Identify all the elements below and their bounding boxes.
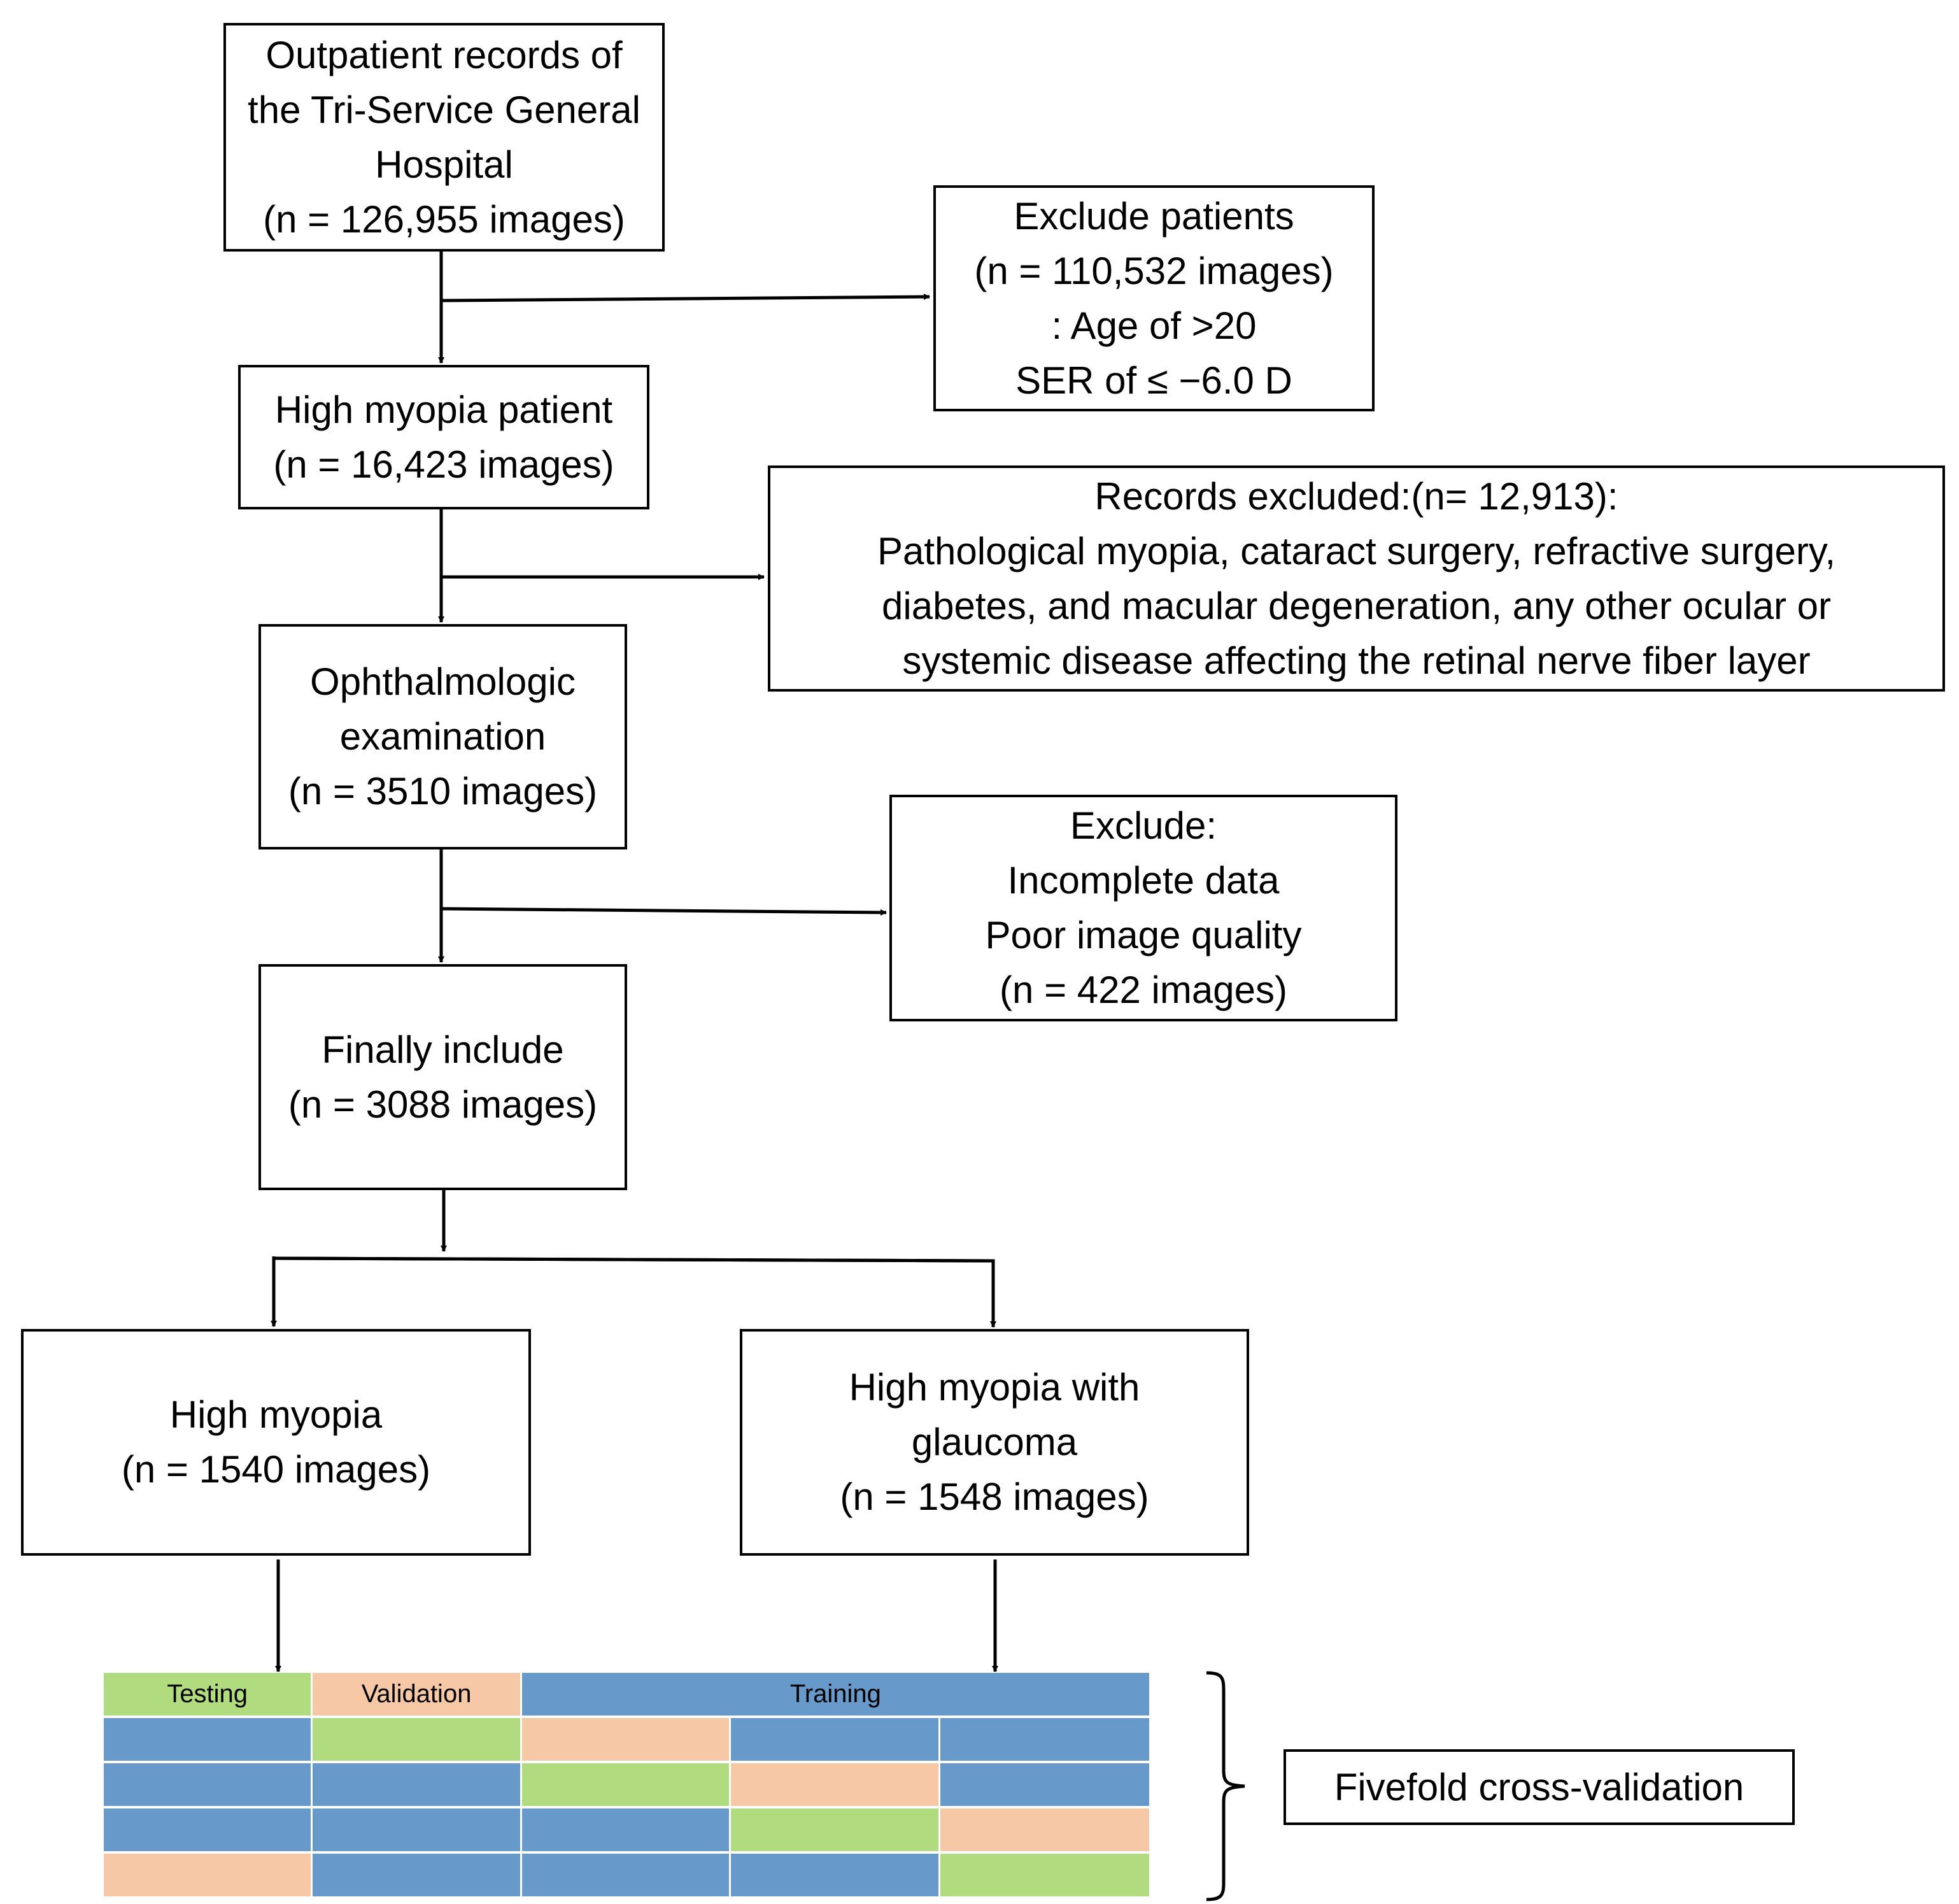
box-line: (n = 1548 images) — [840, 1475, 1149, 1518]
testing-segment — [731, 1808, 940, 1851]
fold-row — [104, 1808, 1149, 1851]
fivefold-cross-validation-box: Fivefold cross-validation — [1284, 1749, 1795, 1825]
training-segment: Training — [521, 1673, 1149, 1716]
training-segment — [521, 1808, 732, 1851]
box-line: Pathological myopia, cataract surgery, r… — [877, 529, 1836, 572]
exclude-patients-box: Exclude patients (n = 110,532 images) : … — [933, 185, 1375, 411]
testing-segment — [521, 1763, 732, 1806]
box-line: (n = 422 images) — [1000, 969, 1287, 1011]
curly-brace — [1206, 1671, 1245, 1901]
box-line: Poor image quality — [985, 914, 1302, 956]
validation-label: Validation — [361, 1680, 472, 1708]
box-line: High myopia with — [849, 1366, 1140, 1409]
high-myopia-glaucoma-box: High myopia with glaucoma (n = 1548 imag… — [740, 1329, 1249, 1556]
validation-segment — [521, 1718, 732, 1761]
line-split-horizontal — [273, 1256, 994, 1263]
records-excluded-box: Records excluded:(n= 12,913): Pathologic… — [768, 465, 1945, 692]
training-segment — [521, 1854, 732, 1896]
box-line: systemic disease affecting the retinal n… — [902, 639, 1811, 682]
box-line: Hospital — [375, 143, 513, 186]
box-line: (n = 3088 images) — [288, 1083, 598, 1126]
box-line: High myopia patient — [274, 388, 613, 431]
training-segment — [313, 1854, 522, 1896]
ophthalmologic-examination-box: Ophthalmologic examination (n = 3510 ima… — [258, 624, 627, 849]
training-segment — [940, 1763, 1149, 1806]
testing-segment: Testing — [104, 1673, 313, 1716]
outpatient-records-box: Outpatient records of the Tri-Service Ge… — [223, 23, 665, 252]
box-line: Records excluded:(n= 12,913): — [1094, 474, 1618, 518]
box-line: Outpatient records of — [265, 33, 623, 76]
training-segment — [104, 1808, 313, 1851]
high-myopia-box: High myopia (n = 1540 images) — [21, 1329, 531, 1556]
box-line: Fivefold cross-validation — [1334, 1765, 1744, 1808]
box-line: glaucoma — [911, 1421, 1078, 1463]
box-line: (n = 16,423 images) — [273, 443, 614, 486]
training-segment — [313, 1808, 522, 1851]
training-segment — [104, 1763, 313, 1806]
training-label: Training — [789, 1680, 881, 1708]
training-segment — [940, 1718, 1149, 1761]
testing-segment — [940, 1854, 1149, 1896]
exclude-incomplete-box: Exclude: Incomplete data Poor image qual… — [889, 795, 1397, 1021]
fold-row — [104, 1763, 1149, 1806]
box-line: Exclude: — [1070, 804, 1217, 847]
training-segment — [731, 1718, 940, 1761]
fold-row: Testing Validation Training — [104, 1673, 1149, 1716]
testing-segment — [313, 1718, 522, 1761]
box-line: Ophthalmologic — [310, 660, 576, 703]
validation-segment — [104, 1854, 313, 1896]
fold-row — [104, 1718, 1149, 1761]
testing-label: Testing — [167, 1680, 248, 1708]
arrow-to-exclude-patients — [441, 294, 930, 302]
arrow-to-exclude-incomplete — [441, 907, 887, 916]
validation-segment — [940, 1808, 1149, 1851]
validation-segment — [731, 1763, 940, 1806]
box-line: High myopia — [169, 1393, 383, 1436]
validation-segment: Validation — [313, 1673, 522, 1716]
training-segment — [313, 1763, 522, 1806]
high-myopia-patient-box: High myopia patient (n = 16,423 images) — [238, 365, 649, 509]
training-segment — [104, 1718, 313, 1761]
box-line: Exclude patients — [1014, 194, 1294, 238]
box-line: (n = 3510 images) — [288, 770, 598, 813]
box-line: (n = 1540 images) — [121, 1448, 431, 1491]
box-line: examination — [339, 715, 546, 758]
box-line: diabetes, and macular degeneration, any … — [882, 584, 1831, 627]
box-line: : Age of >20 — [1051, 304, 1257, 347]
box-line: Finally include — [322, 1028, 564, 1071]
box-line: SER of ≤ −6.0 D — [1015, 359, 1292, 402]
fold-row — [104, 1854, 1149, 1896]
box-line: (n = 110,532 images) — [974, 249, 1334, 292]
box-line: Incomplete data — [1007, 859, 1280, 902]
finally-include-box: Finally include (n = 3088 images) — [258, 964, 627, 1190]
box-line: (n = 126,955 images) — [263, 197, 625, 241]
box-line: the Tri-Service General — [248, 88, 640, 131]
training-segment — [731, 1854, 940, 1896]
